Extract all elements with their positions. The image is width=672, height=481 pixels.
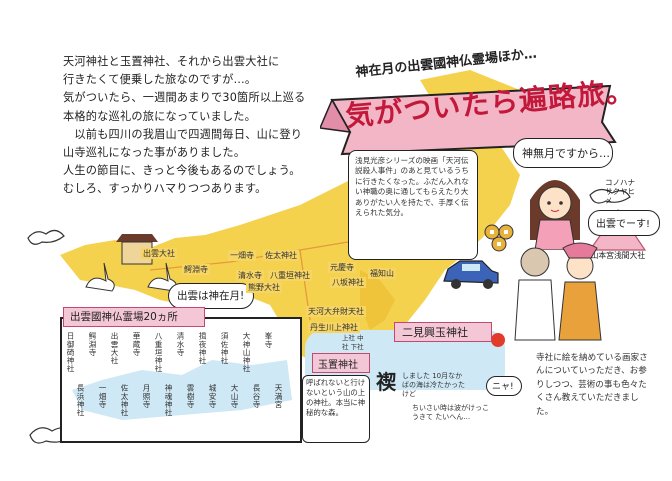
map-label: 熊野大社 [246,282,282,293]
tamaki-note-bubble [302,375,370,443]
pilgrimage-site: 雲樹寺 [186,384,195,409]
intro-line: 人生の節目に、きっと今後もあるのでしょう。 [63,164,301,178]
rabbit-speech-bubble [168,283,254,309]
pilgrimage-site: 天満宮 [274,384,283,409]
tamaki-label-box [312,353,370,373]
pilgrimage-site: 八重垣神社 [154,332,163,373]
goddess-illustration [530,180,580,250]
futami-label: 二見興玉神社 [402,326,468,339]
car-illustration [443,260,499,289]
futami-label-box [394,322,492,342]
movie-note-bubble [348,150,478,260]
pilgrimage-site: 月照寺 [142,384,151,409]
pilgrimage-site: 佐太神社 [120,384,129,417]
pilgrimage-site: 揖夜神社 [198,332,207,365]
movie-note-text: 浅見光彦シリーズの映画「天河伝説殺人事件」のあと見ているうちに行きたくなった。ふ… [355,156,469,218]
pilgrimage-site: 鰐淵寺 [88,332,97,357]
intro-line: 本格的な巡礼の旅になっていました。 [63,109,257,123]
goddess-bottom-text: 出雲でーす! [596,219,651,230]
pilgrimage-site: 日御碕神社 [66,332,75,373]
pilgrimage-site: 大神山神社 [242,332,251,373]
pilgrimage-site: 城安寺 [208,384,217,409]
pilgrimage-site: 清水寺 [176,332,185,357]
map-label: 佐太神社 [263,250,299,261]
intro-line: むしろ、すっかりハマりつつあります。 [63,182,267,196]
rabbit-speech-text: 出雲は神在月! [177,290,245,302]
map-label: 元慶寺 [328,262,356,273]
map-label-niu-sub: 上社 中社 下社 [342,334,364,351]
map-label: 鰐淵寺 [182,264,210,275]
pilgrimage-box-title-bg [63,307,205,327]
coins-illustration [484,224,514,252]
intro-line: 天河神社と玉置神社、それから出雲大社に [63,55,280,68]
misogi-note: しました 10月なかばの海は冷たかったけど [402,372,465,398]
fuji-shrine-label: 富士山本宮浅間大社 [575,251,646,260]
tamaki-note-text: 呼ばれないと行けないという山の上の神社。本当に神秘的な森。 [306,378,366,417]
pilgrimage-site: 出雲大社 [110,332,119,365]
map-label: 清水寺 [236,270,264,281]
intro-line: 山寺巡礼になった事がありました。 [63,146,246,160]
goddess-top-bubble [513,138,613,168]
tamaki-label: 玉置神社 [318,360,358,371]
map-label: 福知山 [368,268,396,279]
intro-line: 気がついたら、一週間あまりで30箇所以上巡る [63,91,306,105]
intro-text: 天河神社と玉置神社、それから出雲大社に 行きたくて便乗した旅なのですが…。 気が… [63,53,305,199]
goddess-name: コノハナサクヤヒメ [605,178,635,205]
map-label: 出雲大社 [141,248,177,259]
pilgrimage-site: 長谷寺 [252,384,261,409]
pilgrimage-site: 峯寺 [264,332,273,349]
pilgrimage-site: 須佐神社 [220,332,229,365]
misogi-note2: ちいさい時は波がけっこうきて たいへん… [412,404,489,421]
map-label-niu: 丹生川上神社 [308,322,360,333]
pilgrimage-site: 大山寺 [230,384,239,409]
misogi-label: 禊 [376,370,396,394]
pilgrimage-site: 長浜神社 [76,384,85,417]
goddess-bottom-bubble [588,210,660,236]
ninja-text: ニャ! [492,382,514,392]
goddess-top-text: 神無月ですから… [522,147,610,160]
intro-line: 以前も四川の我眉山で四週間毎日、山に登り [63,127,303,141]
map-label: 八重垣神社 [268,270,312,281]
pilgrimage-site: 神魂神社 [164,384,173,417]
map-label-tenkawa: 天河大弁財天社 [306,306,366,317]
pilgrimage-box-map [72,360,292,420]
pilgrims-illustration [514,242,602,341]
map-label: 八坂神社 [330,277,366,288]
map-label: 一畑寺 [228,250,256,261]
pilgrimage-box-title: 出雲國神仏霊場20ヵ所 [70,311,178,323]
bottom-note: 寺社に絵を納めている画家さんについていっただき、お参りしつつ、芸術の事も色々たく… [536,353,648,417]
pilgrimage-site: 一畑寺 [98,384,107,409]
pilgrimage-site: 華蔵寺 [132,332,141,357]
ninja-bubble [486,376,522,396]
title-ribbon [320,84,617,156]
intro-line: 行きたくて便乗した旅なのですが…。 [63,73,257,87]
